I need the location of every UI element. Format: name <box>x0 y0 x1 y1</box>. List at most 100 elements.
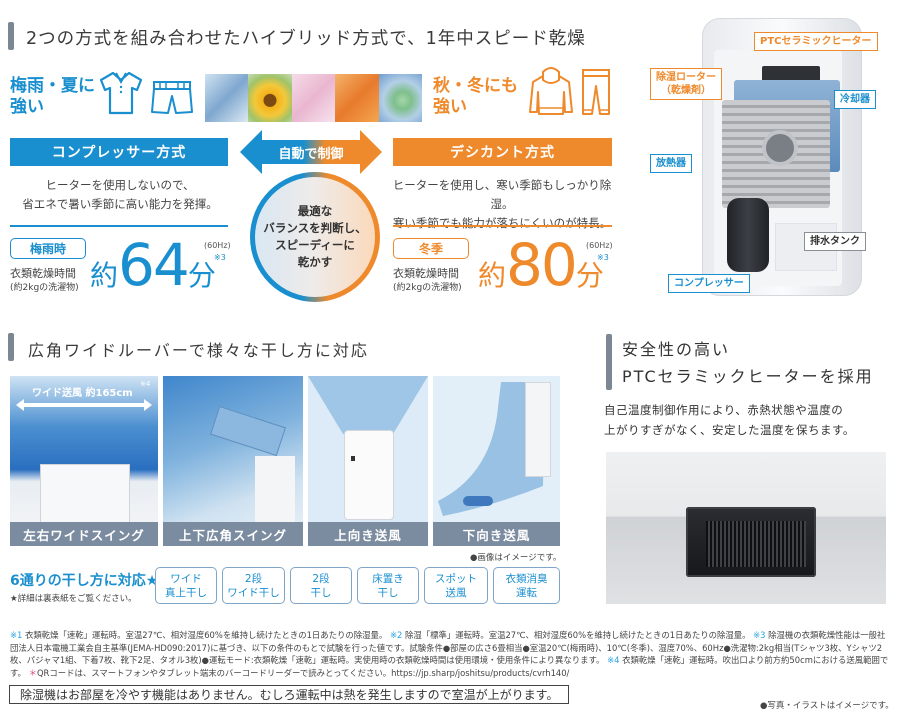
callout-line: （乾燥剤） <box>661 85 711 96</box>
season-label-winter: 秋・冬にも 強い <box>433 76 518 118</box>
drying-time-label: 衣類乾燥時間 (約2kgの洗濯物) <box>10 266 79 296</box>
mode-spot-airflow: スポット送風 <box>424 567 488 604</box>
callout-line: 除湿ローター <box>656 72 716 83</box>
title-line: PTCセラミックヒーターを採用 <box>622 367 874 386</box>
footnotes: ※1 衣類乾燥「速乾」運転時。室温27℃、相対湿度60%を維持し続けたときの1日… <box>10 629 892 679</box>
season-line: 強い <box>10 97 44 117</box>
mode-line: スポット <box>435 572 477 585</box>
mode-line: 2段 <box>244 572 263 585</box>
shorts-icon <box>151 81 193 114</box>
mode-line: 床置き <box>372 572 404 585</box>
pants-icon <box>582 69 610 115</box>
hoodie-icon <box>529 67 573 115</box>
panel-horizontal-swing: ワイド送風 約165cm ※4 左右ワイドスイング <box>10 376 158 546</box>
minutes-unit: 分 <box>187 259 216 292</box>
footnote-ref: ＊ <box>28 667 37 678</box>
wide-airflow-label: ワイド送風 約165cm <box>32 388 133 399</box>
heater-fins <box>706 521 806 567</box>
panel-downward-airflow: 下向き送風 <box>433 376 560 546</box>
dry-label-sub: (約2kgの洗濯物) <box>393 283 462 293</box>
section-title-louver: 広角ワイドルーバーで様々な干し方に対応 <box>28 341 369 360</box>
footnote-text-qr: QRコードは、スマートフォンやタブレット端末のバーコードリーダーで読みとってくだ… <box>36 667 570 678</box>
unit-side <box>525 382 551 477</box>
cherry-blossom-photo <box>291 74 336 122</box>
fan-part <box>762 130 798 166</box>
panel-label: 左右ワイドスイング <box>10 522 158 546</box>
dehumidifier-cutaway-diagram: PTCセラミックヒーター 除湿ローター （乾燥剤） 冷却器 放熱器 排水タンク … <box>650 18 892 298</box>
hz-note: (60Hz) <box>586 241 613 250</box>
season-line: 秋・冬にも <box>433 76 518 96</box>
callout-radiator: 放熱器 <box>650 154 692 173</box>
panel-label: 下向き送風 <box>433 522 560 546</box>
panel-label: 上向き送風 <box>308 522 428 546</box>
callout-rotor: 除湿ローター （乾燥剤） <box>650 68 722 100</box>
airflow-up-shape <box>308 376 428 434</box>
auto-control-label: 自動で制御 <box>278 146 344 162</box>
footnote-ref: ※3 <box>753 630 766 640</box>
winter-season-tag: 冬季 <box>393 238 469 259</box>
note-ref-3: ※3 <box>214 253 226 262</box>
section-accent-bar <box>8 333 14 361</box>
mode-line: ワイド干し <box>227 586 280 599</box>
image-note: ●画像はイメージです。 <box>470 553 562 563</box>
circle-line: 最適な <box>297 204 333 218</box>
section-title-hybrid: 2つの方式を組み合わせたハイブリッド方式で、1年中スピード乾燥 <box>26 29 586 49</box>
section-accent-bar <box>8 22 14 50</box>
mode-floor-drying: 床置き干し <box>357 567 419 604</box>
desc-line: ヒーターを使用しないので、 <box>45 178 195 192</box>
ptc-heater-block <box>686 507 816 577</box>
blue-divider <box>10 225 228 227</box>
width-arrow-icon <box>16 399 152 411</box>
footnote-ref: ※2 <box>389 630 403 640</box>
footnote-text: 除湿機の衣類乾燥性能は一般社団法人日本電機工業会自主基準(JEMA-HD090:… <box>10 630 886 665</box>
mode-line: 送風 <box>445 586 467 599</box>
footnote-text: 除湿「標準」運転時。室温27℃、相対湿度60%を維持し続けたときの1日あたりの除… <box>402 630 751 640</box>
rainy-season-tag: 梅雨時 <box>10 238 86 259</box>
photo-note: ●写真・イラストはイメージです。 <box>760 701 894 711</box>
dry-label-main: 衣類乾燥時間 <box>393 267 459 280</box>
desc-line: 上がりすぎがなく、安定した温度を保ちます。 <box>604 423 855 437</box>
six-modes-subtitle: ★詳細は裏表紙をご覧ください。 <box>10 594 137 604</box>
orange-divider <box>393 225 612 227</box>
mode-line: 干し <box>377 586 399 599</box>
desiccant-method-bar: デシカント方式 <box>393 138 612 166</box>
mode-line: 衣類消臭 <box>505 572 548 585</box>
dry-label-sub: (約2kgの洗濯物) <box>10 283 79 293</box>
season-photo-strip <box>205 74 423 122</box>
desc-line: 自己温度制御作用により、赤熱状態や温度の <box>604 403 844 417</box>
panel-label: 上下広角スイング <box>163 522 303 546</box>
balance-circle: 最適な バランスを判断し、 スピーディーに 乾かす <box>255 177 375 297</box>
approx-prefix: 約 <box>90 259 119 292</box>
callout-cooler: 冷却器 <box>834 90 876 109</box>
unit-side <box>255 456 295 526</box>
ptc-description: 自己温度制御作用により、赤熱状態や温度の 上がりすぎがなく、安定した温度を保ちま… <box>604 400 855 440</box>
hydrangea-photo <box>205 74 249 122</box>
section-title-ptc: 安全性の高い PTCセラミックヒーターを採用 <box>622 336 874 390</box>
desc-line: 省エネで暑い季節に高い能力を発揮。 <box>22 197 218 211</box>
circle-line: バランスを判断し、 <box>263 221 367 235</box>
mode-two-tier-wide-drying: 2段ワイド干し <box>222 567 285 604</box>
circle-line: スピーディーに <box>275 238 355 252</box>
footnote-ref: ※4 <box>607 655 620 665</box>
shoes-icon <box>463 496 493 506</box>
hz-note: (60Hz) <box>204 241 231 250</box>
compressor-method-bar: コンプレッサー方式 <box>10 138 228 166</box>
cooling-warning-box: 除湿機はお部屋を冷やす機能はありません。むしろ運転中は熱を発生しますので室温が上… <box>9 685 570 704</box>
frosted-leaves-photo <box>378 74 423 122</box>
footnote-text: 衣類乾燥「速乾」運転時。吹出口より前方約50cmにおける送風範囲です。 <box>10 655 889 678</box>
double-arrow-icon <box>240 130 382 174</box>
footnote-ref: ※1 <box>10 630 23 640</box>
mode-wide-overhead-drying: ワイド真上干し <box>155 567 217 604</box>
panel-vertical-swing: 上下広角スイング <box>163 376 303 546</box>
section-accent-bar <box>606 334 612 390</box>
compressor-part <box>727 198 769 272</box>
six-modes-title: 6通りの干し方に対応★ <box>10 573 159 589</box>
mode-clothes-deodorize: 衣類消臭運転 <box>493 567 560 604</box>
desc-line: ヒーターを使用し、寒い季節もしっかり除湿。 <box>392 178 612 211</box>
note-ref-4: ※4 <box>140 380 151 388</box>
callout-compressor: コンプレッサー <box>668 274 750 293</box>
minutes-value: 80 <box>506 231 578 299</box>
minutes-unit: 分 <box>575 259 604 292</box>
ptc-heater-photo <box>606 452 886 604</box>
mode-line: ワイド <box>170 572 202 585</box>
